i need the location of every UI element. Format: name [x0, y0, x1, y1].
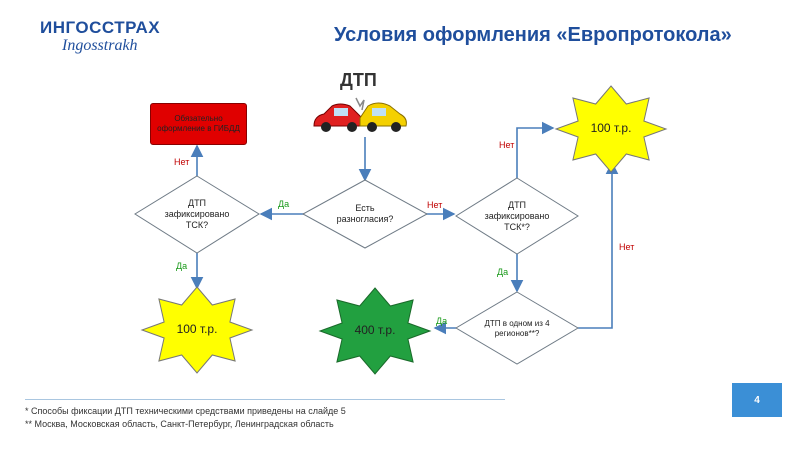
edge-label-no-up-left: Нет	[174, 157, 190, 167]
ingosstrakh-logo: ИНГОССТРАХ Ingosstrakh	[40, 18, 160, 62]
logo-script-text: Ingosstrakh	[62, 37, 138, 54]
gibdd-required-box: Обязательно оформление в ГИБДД	[150, 103, 247, 145]
page-number-badge: 4	[732, 383, 782, 417]
decision-tsk-left-text: ДТП зафиксировано ТСК?	[164, 197, 230, 230]
edge-label-no-up-right: Нет	[499, 140, 515, 150]
edge-label-yes-left: Да	[278, 199, 290, 209]
decision-tsk-right	[455, 177, 579, 255]
edge-label-yes-down-right: Да	[497, 267, 509, 277]
star-right	[554, 85, 668, 173]
footer-divider	[25, 399, 505, 400]
decision-tsk-right-text: ДТП зафиксировано ТСК*?	[484, 199, 550, 232]
star-green	[318, 287, 432, 375]
edge-label-no-right: Нет	[427, 200, 443, 210]
dtp-label: ДТП	[340, 70, 377, 90]
footnote-1: * Способы фиксации ДТП техническими сред…	[25, 406, 346, 416]
decision-regions	[455, 291, 579, 365]
decision-tsk-left	[134, 175, 260, 254]
star-green-text: 400 т.р.	[354, 323, 396, 337]
decision-disagreement-text: Есть разногласия?	[336, 203, 394, 224]
logo-main-text: ИНГОССТРАХ	[40, 18, 161, 37]
decision-regions-text: ДТП в одном из 4 регионов**?	[484, 319, 550, 338]
slide-title: Условия оформления «Европротокола»	[334, 24, 732, 46]
decision-disagreement	[301, 179, 429, 249]
star-left	[140, 286, 254, 374]
car-crash-icon	[313, 97, 407, 132]
edge-label-yes-regions: Да	[436, 316, 448, 326]
edge-label-no-regions: Нет	[619, 242, 635, 252]
footnote-2: ** Москва, Московская область, Санкт-Пет…	[25, 419, 334, 429]
arrow-regions-no	[578, 161, 619, 329]
arrow-tsk-right-no	[516, 121, 555, 180]
edge-label-yes-down-left: Да	[176, 261, 188, 271]
star-left-text: 100 т.р.	[176, 322, 218, 336]
star-right-text: 100 т.р.	[590, 121, 632, 135]
